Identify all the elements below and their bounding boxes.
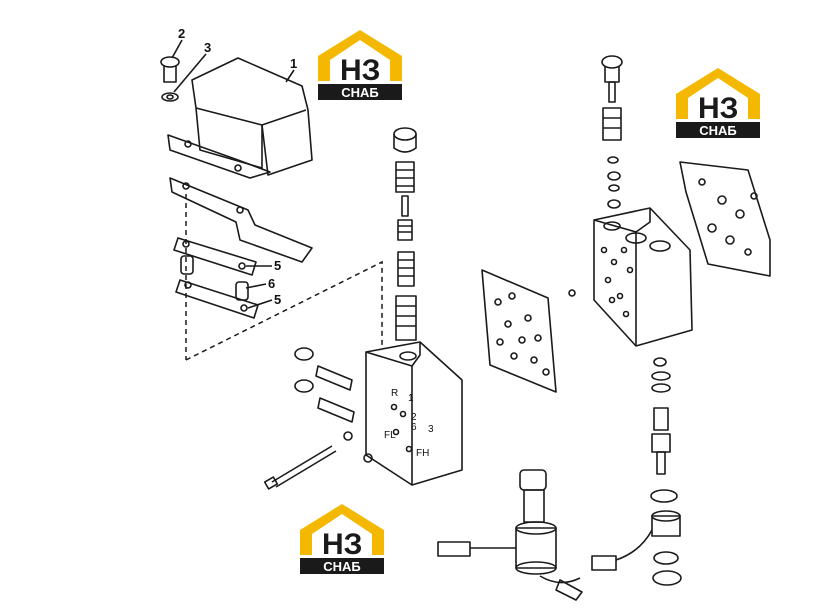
brand-logo-top-left: НЗ СНАБ <box>318 30 402 100</box>
logo-letters: НЗ <box>322 528 362 561</box>
callout-3: 3 <box>204 40 211 55</box>
port-mark: FL <box>384 430 396 441</box>
brand-logo-top-right: НЗ СНАБ <box>676 68 760 138</box>
logo-caption: СНАБ <box>699 123 737 138</box>
callout-2: 2 <box>178 26 185 41</box>
callout-5b: 5 <box>274 292 281 307</box>
logo-letters: НЗ <box>340 54 380 87</box>
port-mark: 3 <box>428 424 434 435</box>
port-mark: R <box>391 388 398 399</box>
right-valve-assembly <box>437 55 771 601</box>
brand-logo-bottom: НЗ СНАБ <box>300 504 384 574</box>
logo-caption: СНАБ <box>341 85 379 100</box>
bolt-part <box>160 56 180 102</box>
port-mark: 6 <box>411 422 417 433</box>
gasket-left <box>481 269 557 393</box>
center-valve-assembly: R 1 2 6 3 FL FH <box>263 127 463 490</box>
callout-6: 6 <box>268 276 275 291</box>
cover-assembly <box>160 56 383 361</box>
port-mark: FH <box>416 448 429 459</box>
port-mark: 1 <box>408 393 414 404</box>
callout-labels: 1 2 3 5 6 5 <box>171 26 297 309</box>
logo-letters: НЗ <box>698 92 738 125</box>
callout-1: 1 <box>290 56 297 71</box>
callout-5a: 5 <box>274 258 281 273</box>
logo-caption: СНАБ <box>323 559 361 574</box>
port-mark: 2 <box>411 412 417 423</box>
valve-body-port-marks: R 1 2 6 3 FL FH <box>384 388 434 459</box>
